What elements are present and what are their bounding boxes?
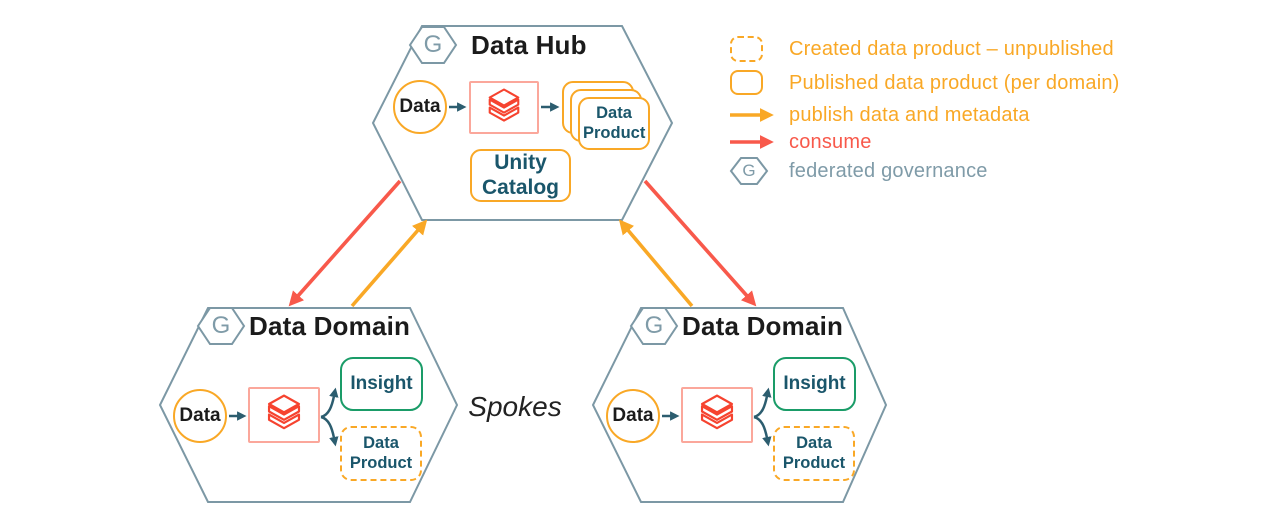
right-domain-insight-box: Insight [773, 357, 856, 411]
consume-arrow-left [288, 179, 402, 307]
stacked-card-front: Data Product [578, 97, 650, 150]
right-domain-databricks-to-product-arrow [753, 415, 772, 447]
unity-catalog-label: Unity Catalog [481, 151, 559, 199]
hub-governance-badge-letter: G [423, 31, 443, 58]
right-domain-data-circle: Data [606, 389, 660, 443]
legend-item-federated-governance: federated governance [789, 160, 988, 182]
legend-governance-letter: G [742, 161, 756, 180]
left-domain-governance-badge-hexagon [196, 307, 246, 345]
left-domain-data-product-label: Data Product [349, 434, 413, 472]
hub-governance-badge-hexagon [408, 26, 458, 64]
hub-title: Data Hub [471, 30, 587, 60]
publish-arrow-left [350, 219, 428, 308]
consume-arrow-right [643, 179, 757, 307]
legend-solid-rect-icon [730, 70, 763, 95]
legend-governance-hexagon-icon [729, 157, 769, 185]
left-domain-data-circle: Data [173, 389, 227, 443]
right-domain-governance-badge-hexagon [629, 307, 679, 345]
hub-data-circle: Data [393, 80, 447, 134]
databricks-logo-icon [267, 394, 301, 430]
hub-data-product-label: Data Product [583, 104, 646, 142]
publish-arrow-right [618, 219, 694, 308]
right-domain-data-product-label: Data Product [782, 434, 846, 472]
left-domain-governance-badge-letter: G [211, 312, 231, 339]
right-domain-title: Data Domain [682, 311, 844, 341]
spokes-label: Spokes [468, 391, 562, 422]
hub-unity-catalog-box: Unity Catalog [470, 149, 571, 202]
right-domain-databricks-to-insight-arrow [753, 387, 772, 419]
databricks-logo-icon [700, 394, 734, 430]
left-domain-databricks-box [248, 387, 320, 443]
legend-item-consume: consume [789, 131, 872, 153]
legend-item-published: Published data product (per domain) [789, 72, 1120, 94]
right-domain-governance-badge-letter: G [644, 312, 664, 339]
right-domain-databricks-box [681, 387, 753, 443]
legend-item-publish-arrow: publish data and metadata [789, 104, 1030, 126]
left-domain-title: Data Domain [249, 311, 411, 341]
left-domain-insight-box: Insight [340, 357, 423, 411]
left-domain-databricks-to-product-arrow [320, 415, 339, 447]
legend-item-created-unpublished: Created data product – unpublished [789, 38, 1114, 60]
left-domain-data-product-box: Data Product [340, 426, 422, 481]
databricks-logo-icon [488, 87, 520, 122]
left-domain-databricks-to-insight-arrow [320, 387, 339, 419]
hub-data-product-stack: Data Product [562, 81, 652, 152]
hub-databricks-box [469, 81, 539, 134]
right-domain-data-product-box: Data Product [773, 426, 855, 481]
legend-dashed-rect-icon [730, 36, 763, 62]
